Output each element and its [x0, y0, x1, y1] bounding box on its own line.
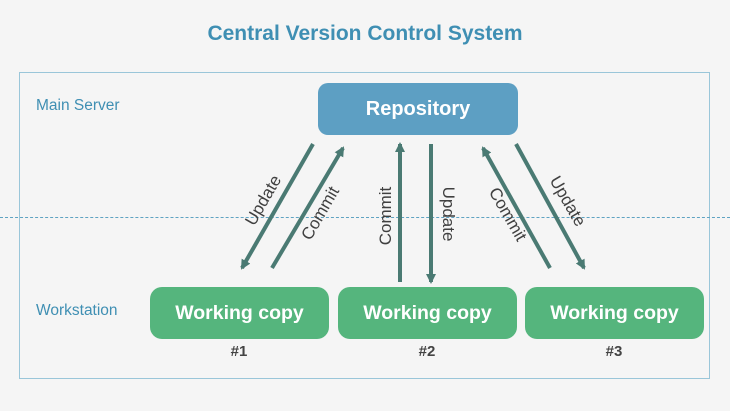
diagram-title: Central Version Control System	[207, 22, 523, 45]
working-copy-3: Working copy	[525, 287, 704, 339]
update-label-2: Update	[439, 187, 458, 242]
commit-label-2: Commit	[376, 186, 395, 245]
lane-label-main-server: Main Server	[36, 97, 120, 114]
commit-arrow-1	[270, 146, 345, 270]
lane-label-workstation: Workstation	[36, 302, 118, 319]
lane-divider	[0, 217, 730, 218]
update-arrow-3	[514, 143, 586, 270]
repository-box: Repository	[318, 83, 518, 135]
working-copy-2: Working copy	[338, 287, 517, 339]
working-copy-1-number: #1	[230, 343, 248, 360]
working-copy-3-number: #3	[605, 343, 623, 360]
working-copy-1: Working copy	[150, 287, 329, 339]
update-arrow-1	[240, 143, 315, 270]
update-label-3: Update	[546, 173, 590, 230]
working-copy-2-number: #2	[418, 343, 436, 360]
commit-arrow-3	[481, 146, 552, 269]
diagram-frame	[19, 72, 710, 379]
